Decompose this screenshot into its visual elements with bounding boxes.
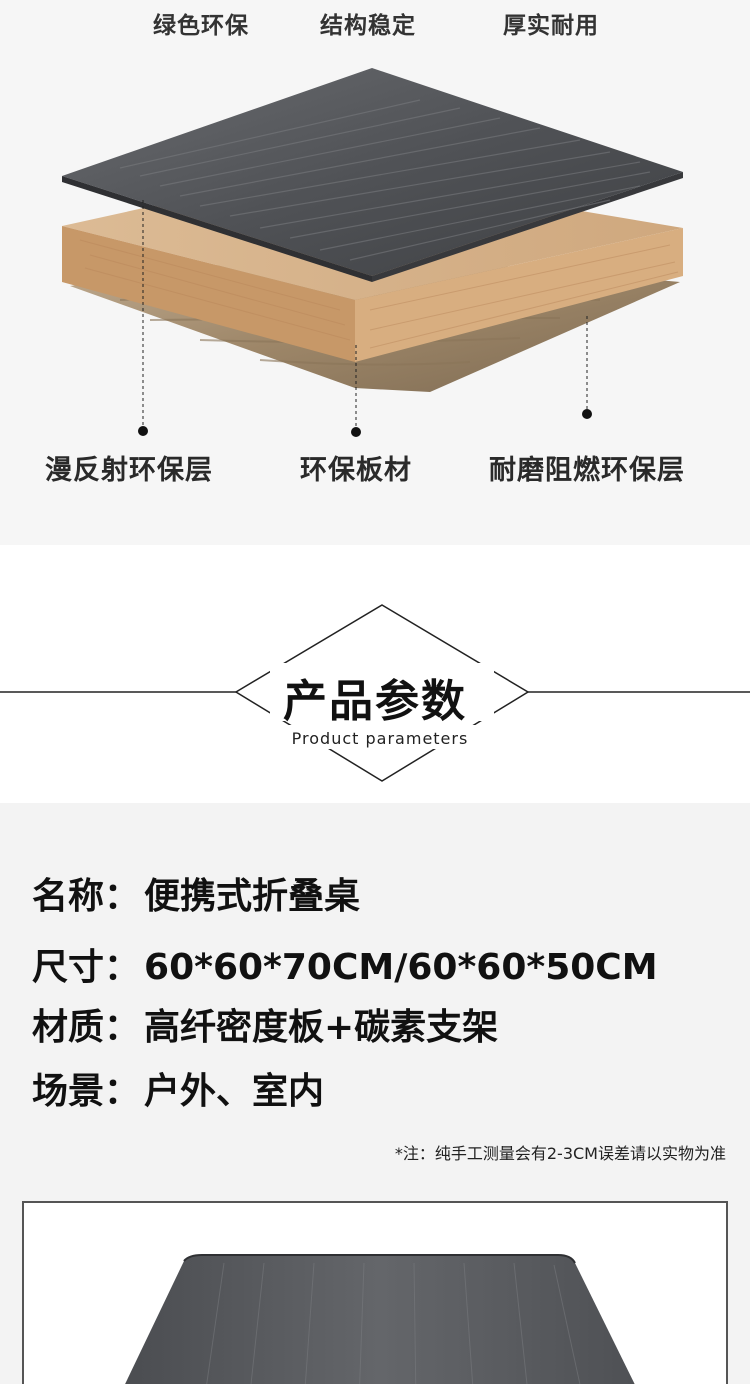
param-label: 尺寸： — [32, 947, 141, 988]
param-value: 60*60*70CM/60*60*50CM — [144, 947, 658, 988]
top-brushed-grain — [119, 99, 651, 261]
parameters-section: 名称：便携式折叠桌 尺寸：60*60*70CM/60*60*50CM 材质：高纤… — [0, 803, 750, 1384]
top-layer — [62, 68, 683, 276]
top-layer-edge-right — [372, 172, 683, 282]
leader-dot-bottom — [582, 409, 592, 419]
param-label: 名称： — [32, 876, 141, 917]
label-board: 环保板材 — [300, 455, 412, 486]
section-subtitle: Product parameters — [291, 729, 469, 748]
param-material: 材质：高纤密度板+碳素支架 — [32, 998, 498, 1050]
feature-durable: 厚实耐用 — [503, 13, 599, 39]
top-layer-edge — [62, 176, 372, 282]
label-bottom-layer: 耐磨阻燃环保层 — [489, 455, 685, 486]
param-value: 高纤密度板+碳素支架 — [144, 1007, 499, 1048]
param-scene: 场景：户外、室内 — [32, 1062, 324, 1114]
measurement-note: *注：纯手工测量会有2-3CM误差请以实物为准 — [394, 1144, 726, 1163]
param-value: 户外、室内 — [144, 1071, 325, 1112]
heading-diamond — [0, 604, 750, 782]
tabletop-photo — [125, 1254, 635, 1384]
param-size: 尺寸：60*60*70CM/60*60*50CM — [32, 938, 658, 990]
param-value: 便携式折叠桌 — [144, 876, 361, 917]
board-right-edge — [355, 228, 683, 362]
feature-stable: 结构稳定 — [320, 13, 416, 39]
param-label: 场景： — [32, 1071, 141, 1112]
label-top-layer: 漫反射环保层 — [45, 455, 213, 486]
board-left-edge — [62, 226, 355, 362]
layer-illustration — [62, 68, 683, 437]
section-title: 产品参数 — [283, 676, 467, 727]
param-name: 名称：便携式折叠桌 — [32, 867, 360, 919]
leader-dot-board — [351, 427, 361, 437]
feature-eco: 绿色环保 — [153, 13, 249, 39]
leader-dot-top — [138, 426, 148, 436]
product-parameters-heading: 产品参数 Product parameters — [0, 545, 750, 803]
board-texture — [79, 239, 679, 349]
product-photo-frame — [22, 1201, 728, 1384]
param-label: 材质： — [32, 1007, 141, 1048]
material-layers-section: 绿色环保 结构稳定 厚实耐用 — [0, 0, 750, 545]
